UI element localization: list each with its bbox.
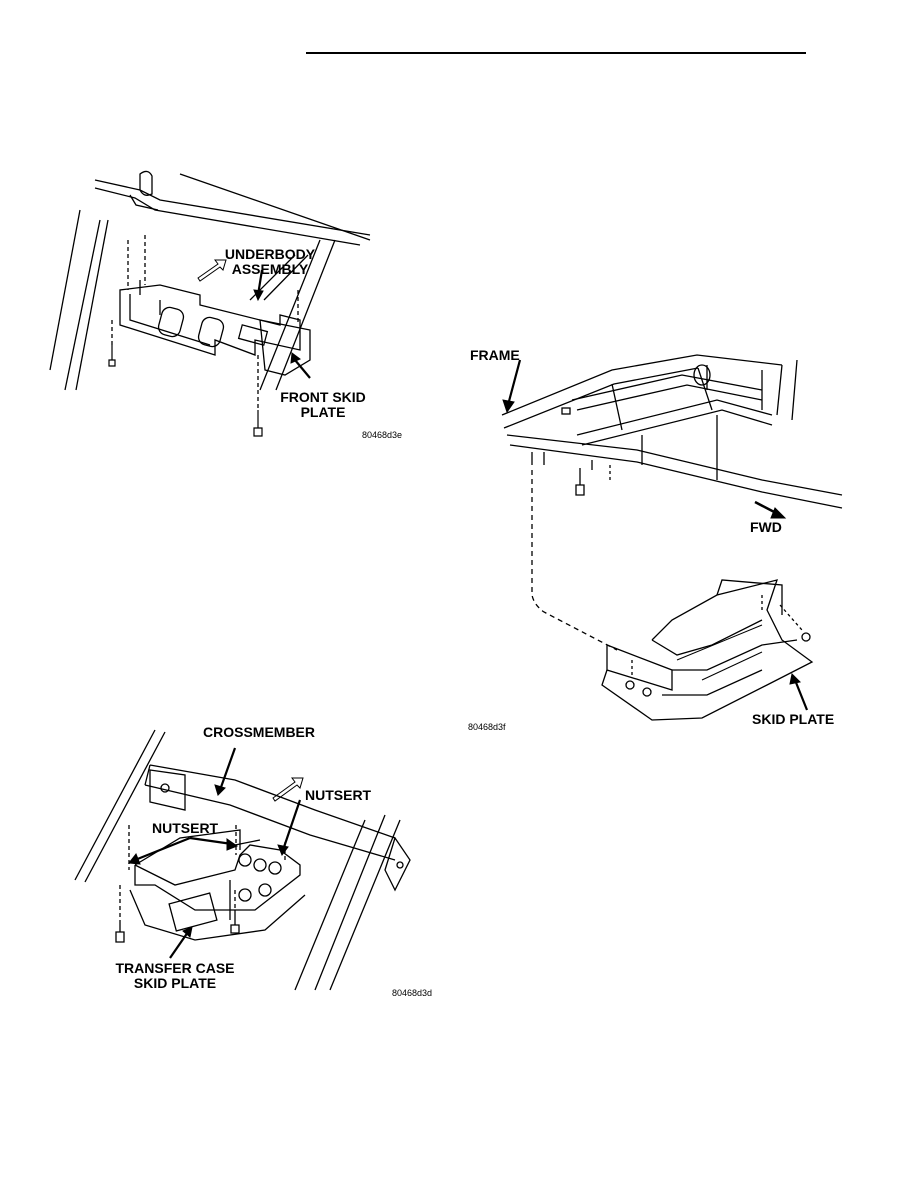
- transfer-case-skid-plate-label: TRANSFER CASE SKID PLATE: [115, 960, 235, 991]
- figure-code: 80468d3e: [362, 430, 403, 440]
- skid-plate-frame-figure: FRAME FWD SKID PLATE 80468d3f: [462, 340, 882, 740]
- front-skid-plate-figure: UNDERBODY ASSEMBLY FRONT SKID PLATE 8046…: [40, 160, 420, 450]
- skid-plate-frame-illustration: [501, 354, 843, 721]
- transfer-case-skid-plate-illustration: [74, 729, 411, 991]
- header-rule: [306, 52, 806, 54]
- crossmember-label: CROSSMEMBER: [203, 724, 316, 740]
- front-skid-plate-illustration: [49, 170, 371, 437]
- nutsert-right-label: NUTSERT: [305, 787, 372, 803]
- figure-code: 80468d3f: [468, 722, 506, 732]
- underbody-assembly-label: UNDERBODY ASSEMBLY: [224, 246, 316, 277]
- transfer-case-skid-plate-figure: CROSSMEMBER NUTSERT NUTSERT TRANSFER CAS…: [55, 720, 455, 1010]
- fwd-label: FWD: [750, 519, 782, 535]
- nutsert-left-label: NUTSERT: [152, 820, 219, 836]
- front-skid-plate-label: FRONT SKID PLATE: [280, 389, 366, 420]
- skid-plate-label: SKID PLATE: [752, 711, 835, 727]
- frame-label: FRAME: [470, 347, 520, 363]
- figure-code: 80468d3d: [392, 988, 433, 998]
